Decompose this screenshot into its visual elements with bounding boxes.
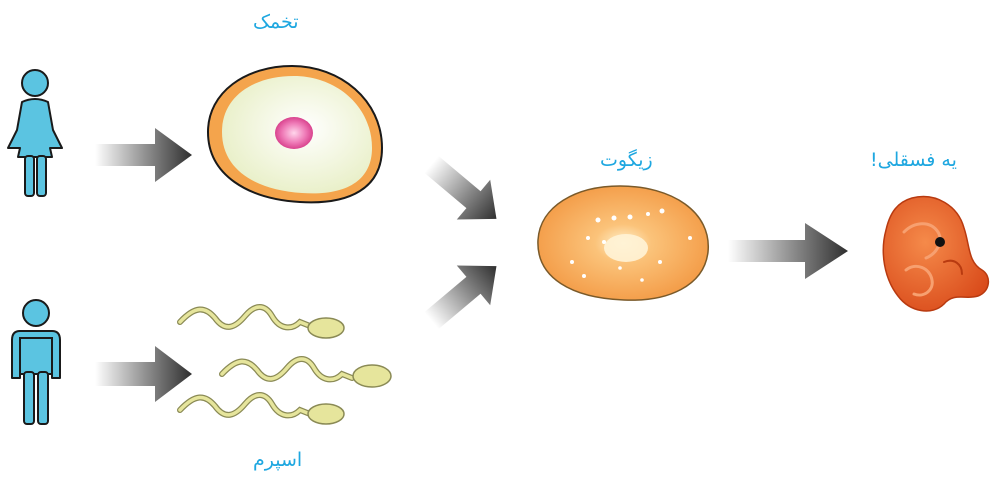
sperm-cell [180, 307, 344, 338]
zygote-cell [538, 186, 708, 300]
arrow-man-to-sperm [95, 346, 192, 402]
sperm-group [180, 307, 391, 424]
sperm-cell [222, 359, 391, 387]
male-person-icon [12, 300, 60, 424]
arrow-egg-to-zygote [415, 144, 514, 238]
embryo [883, 197, 988, 311]
egg-cell [208, 66, 382, 202]
embryo-eye [935, 237, 945, 247]
sperm-cell [180, 395, 344, 424]
arrow-woman-to-egg [95, 128, 192, 182]
arrow-zygote-to-embryo [728, 223, 848, 279]
egg-nucleus [275, 117, 313, 149]
female-person-icon [8, 70, 62, 196]
arrow-sperm-to-zygote [415, 246, 514, 340]
